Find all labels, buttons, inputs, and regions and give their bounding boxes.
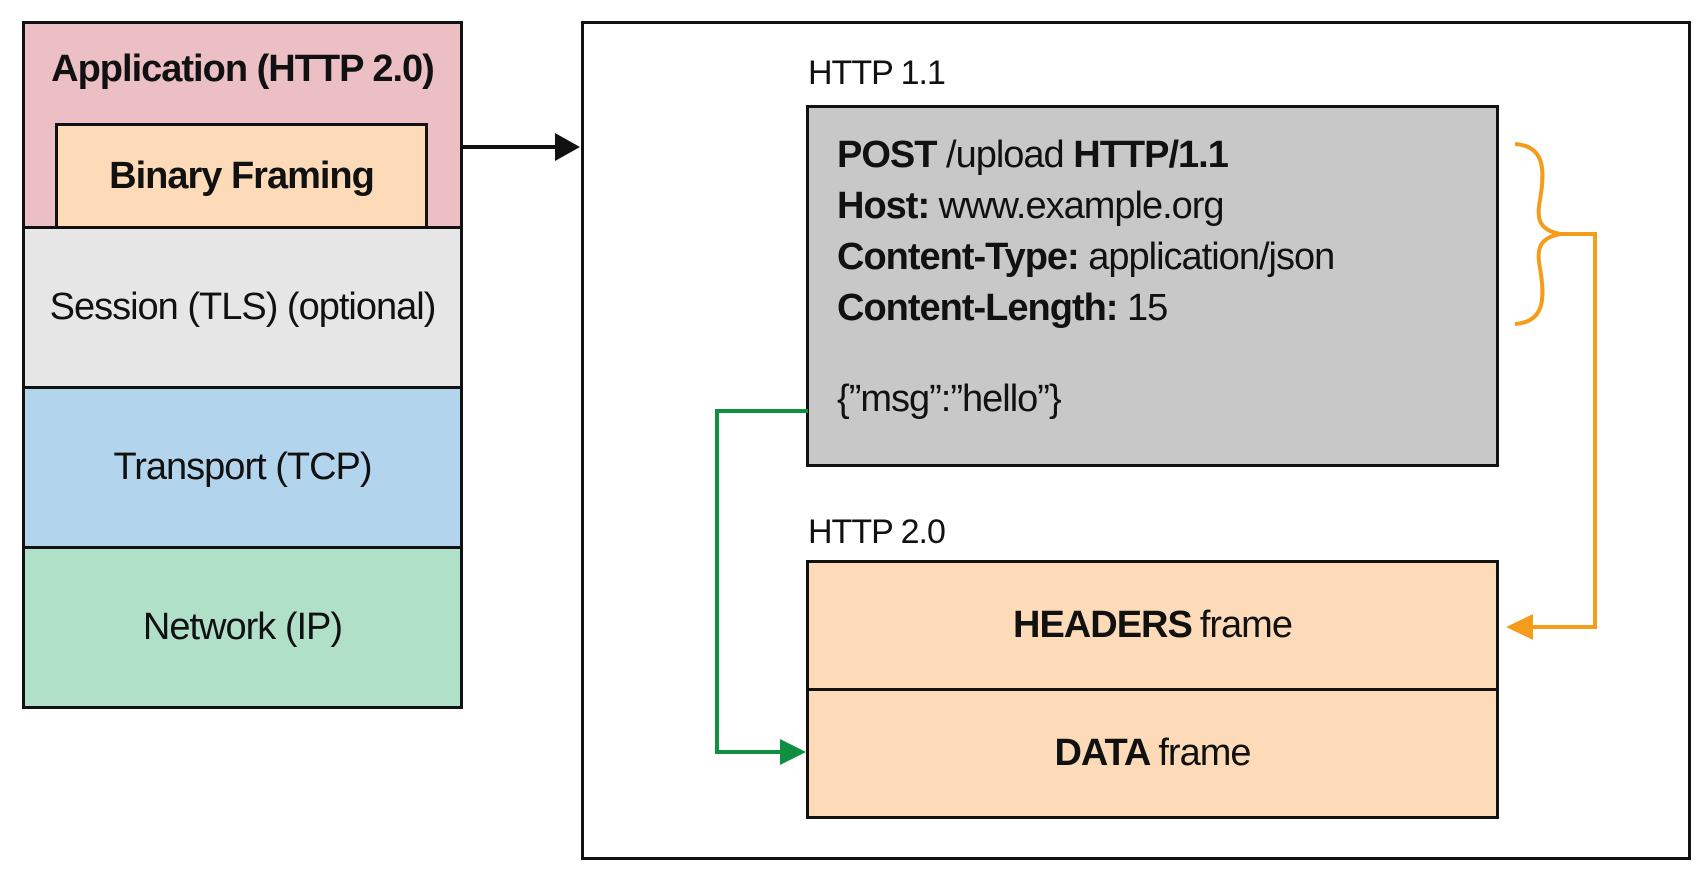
header-value: application/json xyxy=(1078,236,1335,278)
header-line-content-length: Content-Length: 15 xyxy=(837,283,1468,334)
headers-frame-name: HEADERS xyxy=(1013,604,1193,646)
header-line-content-type: Content-Type: application/json xyxy=(837,232,1468,283)
http11-request-box: POST /upload HTTP/1.1 Host: www.example.… xyxy=(806,105,1499,467)
headers-brace xyxy=(1514,142,1561,326)
header-name: Content-Type: xyxy=(837,236,1080,278)
stack-to-panel-arrowhead xyxy=(555,133,580,161)
header-value: www.example.org xyxy=(929,185,1225,227)
headers-connector-line xyxy=(1530,232,1597,629)
header-line-host: Host: www.example.org xyxy=(837,181,1468,232)
application-layer-label: Application (HTTP 2.0) xyxy=(51,48,435,90)
transport-layer-label: Transport (TCP) xyxy=(113,446,372,488)
data-connector-line xyxy=(715,409,808,754)
session-layer-label: Session (TLS) (optional) xyxy=(49,286,437,328)
data-connector-arrowhead xyxy=(780,739,806,765)
data-frame-suffix: frame xyxy=(1158,732,1251,774)
headers-connector-arrowhead xyxy=(1506,614,1533,640)
network-layer: Network (IP) xyxy=(22,546,463,709)
http2-caption: HTTP 2.0 xyxy=(808,513,946,551)
request-method: POST xyxy=(837,134,937,176)
request-body: {”msg”:”hello”} xyxy=(837,378,1062,420)
http11-caption: HTTP 1.1 xyxy=(808,54,946,92)
request-line: POST /upload HTTP/1.1 xyxy=(837,130,1468,181)
session-layer: Session (TLS) (optional) xyxy=(22,226,463,389)
data-frame-name: DATA xyxy=(1054,732,1151,774)
network-layer-label: Network (IP) xyxy=(142,606,343,648)
header-value: 15 xyxy=(1117,287,1168,329)
request-path: /upload xyxy=(936,134,1074,176)
request-version: HTTP/1.1 xyxy=(1073,134,1229,176)
header-name: Content-Length: xyxy=(837,287,1118,329)
headers-frame-suffix: frame xyxy=(1199,604,1293,646)
header-name: Host: xyxy=(837,185,930,227)
transport-layer: Transport (TCP) xyxy=(22,386,463,549)
binary-framing-label: Binary Framing xyxy=(109,154,375,197)
